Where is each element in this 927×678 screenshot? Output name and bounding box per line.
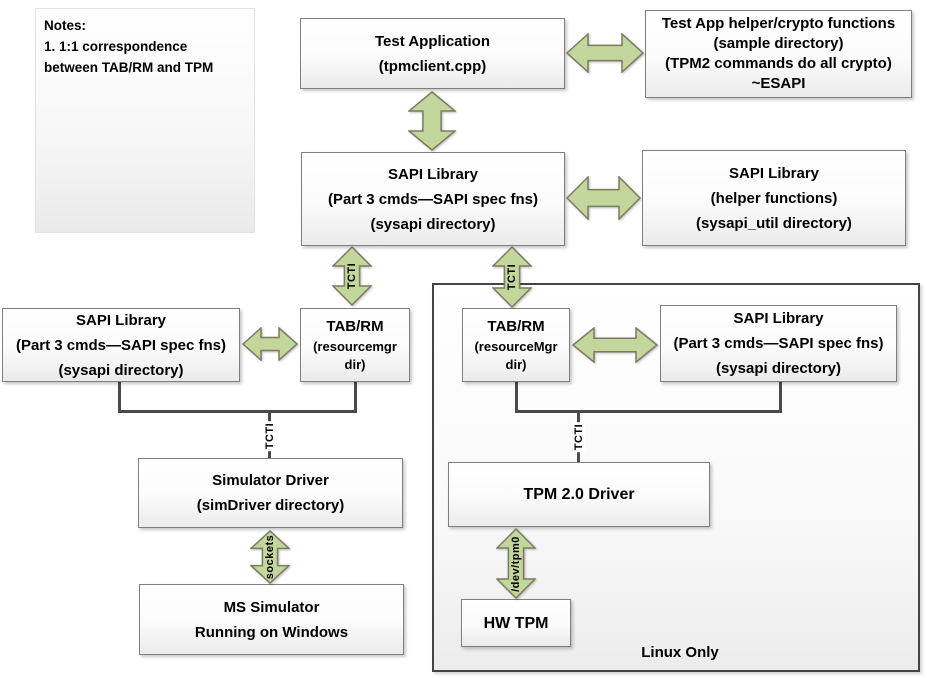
connector-line bbox=[118, 410, 357, 413]
node-text: (sysapi_util directory) bbox=[696, 214, 852, 232]
double-arrow-sapi-tabrm-left-icon bbox=[242, 327, 298, 361]
sapi-library-right-node: SAPI Library (Part 3 cmds—SAPI spec fns)… bbox=[660, 305, 897, 382]
double-arrow-sapi-helper-icon bbox=[566, 176, 641, 220]
double-arrow-testapp-helper-icon bbox=[566, 33, 644, 73]
tab-rm-right-node: TAB/RM (resourceMgr dir) bbox=[462, 308, 570, 382]
node-text: (sample directory) bbox=[713, 35, 844, 52]
connector-line bbox=[354, 382, 357, 413]
node-text: TAB/RM bbox=[487, 318, 545, 335]
node-text: Test Application bbox=[374, 32, 490, 50]
hw-tpm-node: HW TPM bbox=[461, 599, 571, 647]
tcti-label: TCTI bbox=[264, 420, 276, 452]
node-text: (TPM2 commands do all crypto) bbox=[665, 55, 892, 72]
node-text: SAPI Library bbox=[728, 164, 820, 182]
linux-only-label: Linux Only bbox=[641, 644, 719, 661]
node-text: SAPI Library bbox=[733, 310, 824, 327]
notes-line: 1. 1:1 correspondence bbox=[44, 39, 188, 54]
sapi-library-helper-node: SAPI Library (helper functions) (sysapi_… bbox=[642, 150, 906, 246]
connector-line bbox=[515, 382, 518, 413]
node-text: Running on Windows bbox=[194, 623, 349, 641]
node-text: (Part 3 cmds—SAPI spec fns) bbox=[673, 335, 884, 352]
node-text: TAB/RM bbox=[326, 318, 384, 335]
double-arrow-sockets-icon: sockets bbox=[250, 530, 290, 584]
notes-box: Notes: 1. 1:1 correspondence between TAB… bbox=[35, 8, 255, 233]
connector-line bbox=[779, 382, 782, 413]
notes-line: between TAB/RM and TPM bbox=[44, 60, 214, 75]
notes-title: Notes: bbox=[44, 18, 87, 33]
double-arrow-tcti-left-icon: TCTI bbox=[332, 246, 372, 306]
node-text: Simulator Driver bbox=[212, 472, 329, 489]
node-text: (simDriver directory) bbox=[196, 497, 345, 514]
double-arrow-tabrm-sapi-right-icon bbox=[572, 327, 658, 363]
tpm-driver-node: TPM 2.0 Driver bbox=[448, 462, 710, 527]
tcti-label: TCTI bbox=[346, 262, 358, 290]
node-text: (sysapi directory) bbox=[58, 361, 184, 379]
test-app-helper-node: Test App helper/crypto functions (sample… bbox=[645, 10, 912, 98]
node-text: HW TPM bbox=[483, 614, 549, 632]
double-arrow-tcti-right-icon: TCTI bbox=[492, 246, 532, 308]
dev-tpm0-label: /dev/tpm0 bbox=[510, 535, 522, 592]
sapi-library-main-node: SAPI Library (Part 3 cmds—SAPI spec fns)… bbox=[301, 152, 565, 246]
node-text: dir) bbox=[505, 357, 527, 372]
node-text: dir) bbox=[344, 357, 366, 372]
node-text: TPM 2.0 Driver bbox=[523, 486, 635, 503]
node-text: (resourceMgr bbox=[474, 339, 558, 354]
simulator-driver-node: Simulator Driver (simDriver directory) bbox=[138, 458, 403, 528]
sapi-library-left-node: SAPI Library (Part 3 cmds—SAPI spec fns)… bbox=[2, 308, 240, 382]
test-application-node: Test Application (tpmclient.cpp) bbox=[300, 18, 565, 89]
ms-simulator-node: MS Simulator Running on Windows bbox=[139, 584, 404, 655]
node-text: (Part 3 cmds—SAPI spec fns) bbox=[327, 190, 539, 208]
node-text: SAPI Library bbox=[75, 311, 167, 329]
double-arrow-testapp-sapi-icon bbox=[408, 91, 456, 151]
node-text: Test App helper/crypto functions bbox=[661, 15, 896, 32]
node-text: ~ESAPI bbox=[751, 75, 806, 92]
tcti-label: TCTI bbox=[506, 263, 518, 291]
node-text: SAPI Library bbox=[387, 165, 479, 183]
connector-line bbox=[515, 410, 782, 413]
node-text: (sysapi directory) bbox=[370, 215, 496, 233]
tab-rm-left-node: TAB/RM (resourcemgr dir) bbox=[300, 308, 410, 382]
node-text: MS Simulator bbox=[223, 598, 320, 616]
double-arrow-dev-tpm0-icon: /dev/tpm0 bbox=[496, 528, 536, 599]
tcti-label: TCTI bbox=[573, 421, 585, 453]
node-text: (Part 3 cmds—SAPI spec fns) bbox=[15, 336, 227, 354]
node-text: (sysapi directory) bbox=[715, 360, 842, 377]
node-text: (resourcemgr bbox=[313, 339, 397, 354]
node-text: (helper functions) bbox=[710, 189, 838, 207]
connector-line bbox=[118, 382, 121, 413]
node-text: (tpmclient.cpp) bbox=[378, 57, 487, 75]
sockets-label: sockets bbox=[264, 534, 276, 580]
